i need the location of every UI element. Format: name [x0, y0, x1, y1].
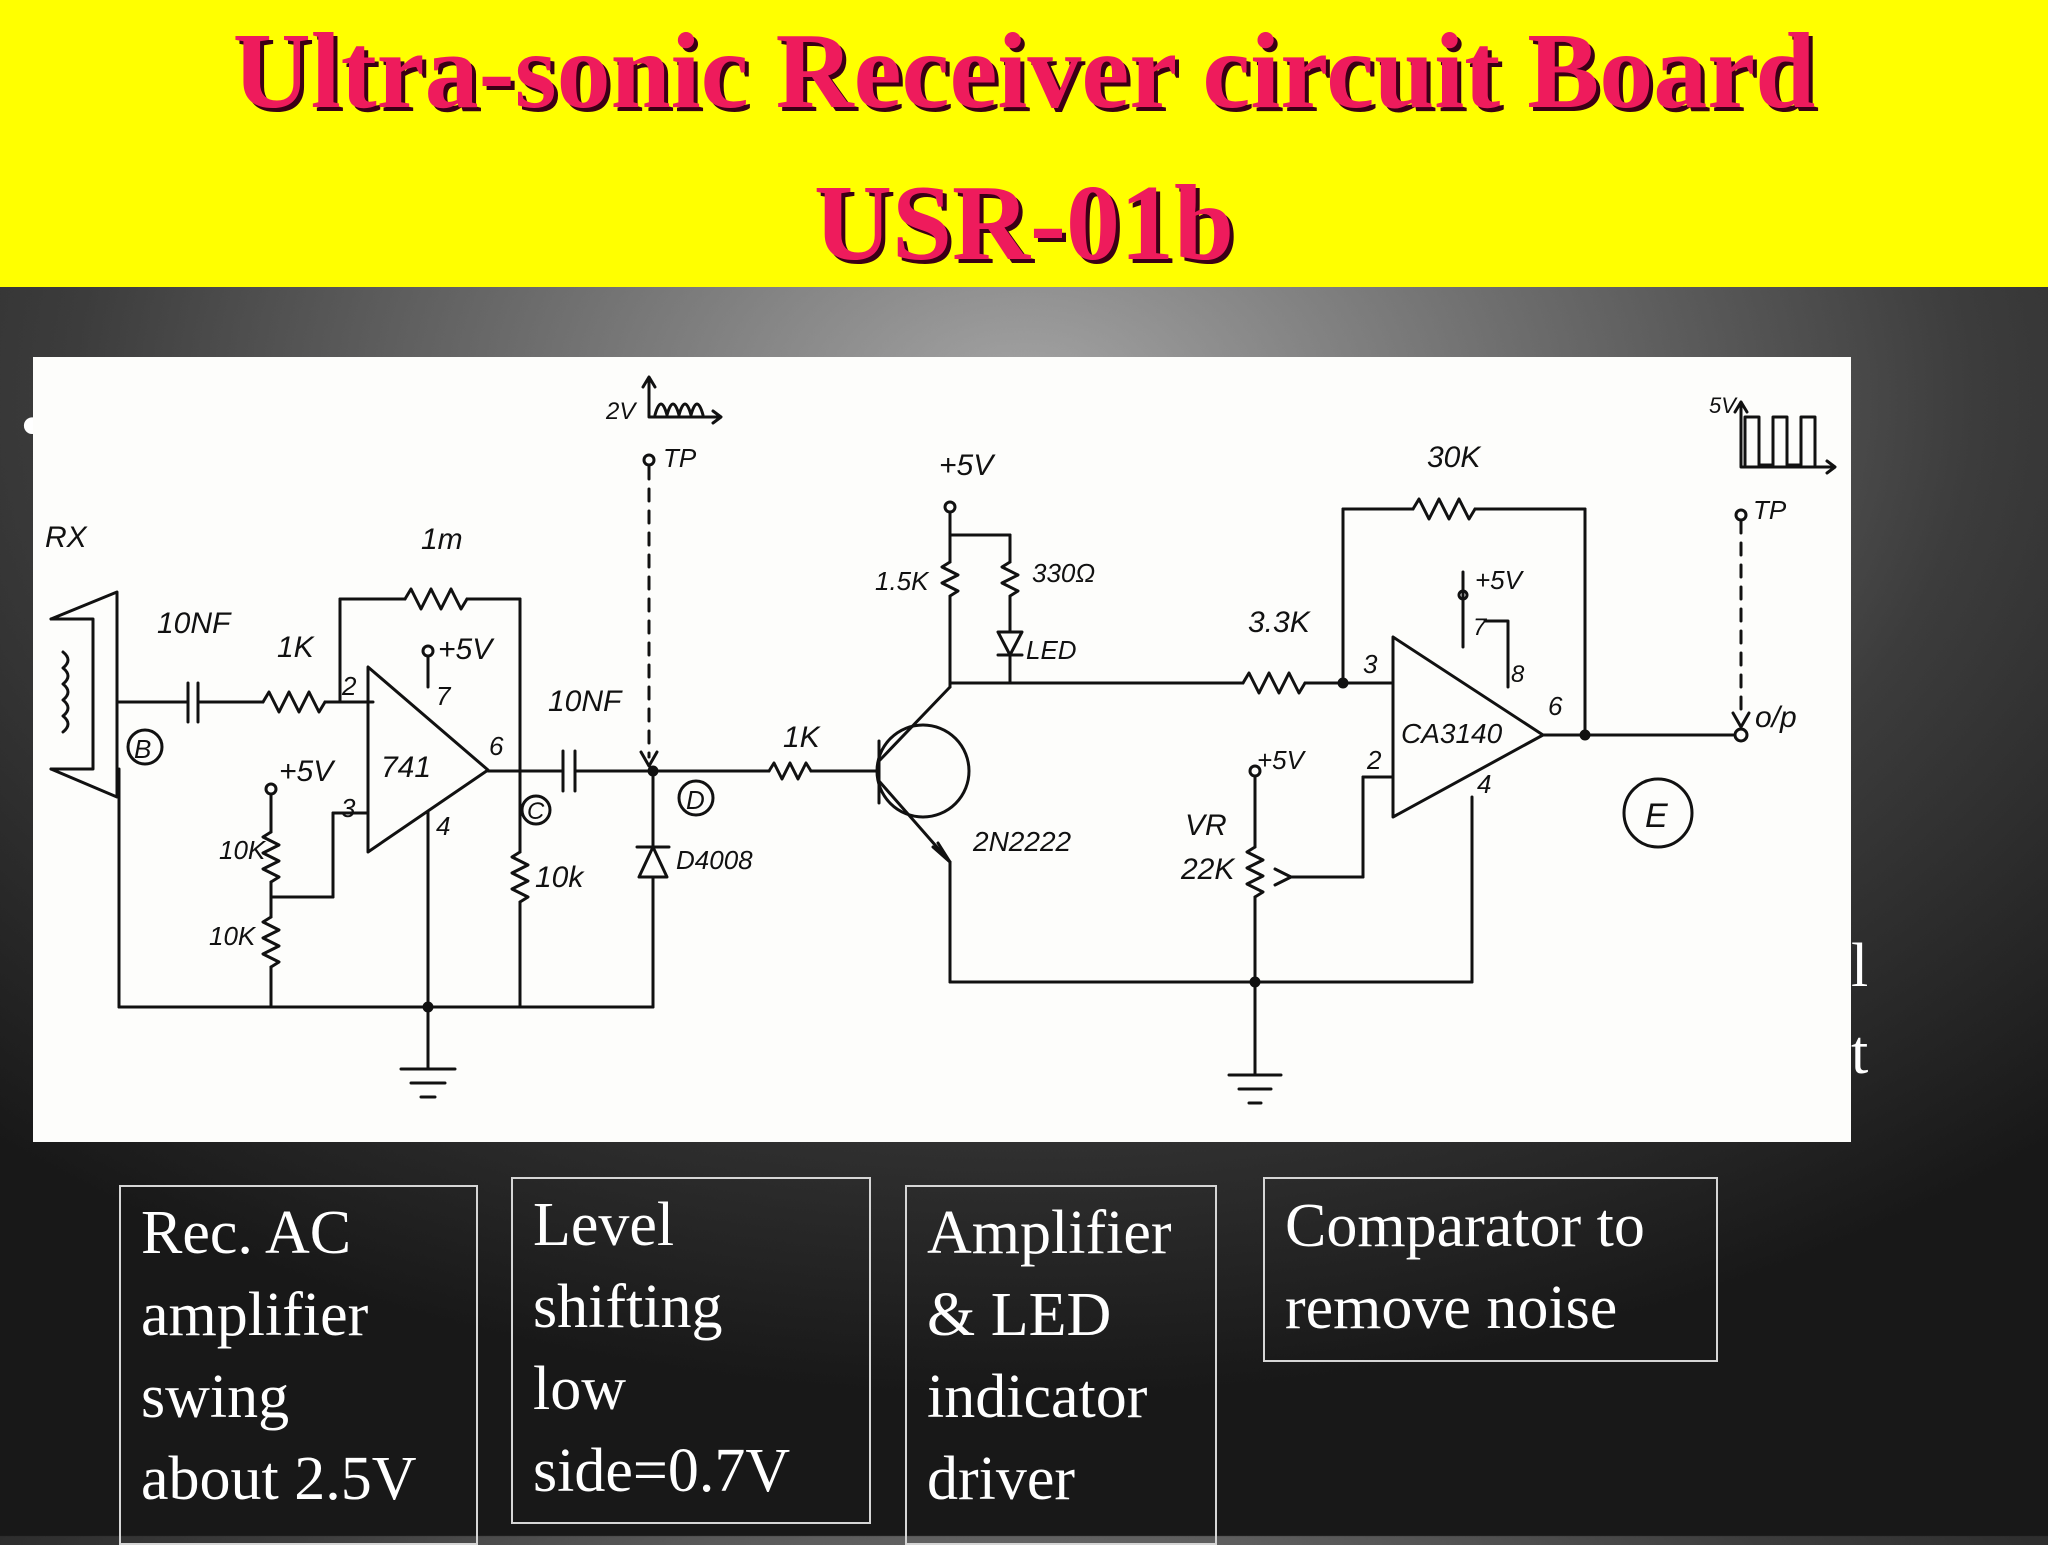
resistor-1k5-collector	[940, 560, 960, 598]
potentiometer-vr-22k	[1245, 845, 1265, 899]
transistor-2n2222	[875, 723, 971, 819]
label-cap-couple: 10NF	[548, 685, 623, 718]
caption-amplifier-led-driver: Amplifier & LED indicator driver	[905, 1185, 1217, 1545]
label-tp2: TP	[1753, 495, 1787, 525]
rx-transducer-body	[49, 617, 95, 771]
slide-title-line-1: Ultra-sonic Receiver circuit Board	[232, 12, 1816, 131]
label-transistor: 2N2222	[972, 826, 1072, 857]
wave2-square-signal	[1743, 415, 1817, 467]
wave1-axes	[641, 375, 723, 425]
resistor-3k3	[1241, 671, 1307, 695]
label-output: o/p	[1755, 701, 1797, 734]
label-node-e: E	[1645, 797, 1668, 835]
label-pin2: 2	[341, 671, 357, 701]
label-vcc-q: +5V	[939, 449, 996, 482]
label-vr-value: 22K	[1180, 853, 1236, 886]
caption-level-shifting: Level shifting low side=0.7V	[511, 1177, 871, 1524]
label-ca-pin6: 6	[1548, 691, 1563, 721]
label-vcc-ca: +5V	[1475, 565, 1525, 595]
pot-wiper-arrow	[1273, 867, 1293, 887]
caption-comparator: Comparator to remove noise	[1263, 1177, 1718, 1362]
label-cap-in: 10NF	[157, 607, 232, 640]
wave2-axes	[1733, 400, 1837, 475]
label-diode: D4008	[676, 845, 753, 875]
label-vr: VR	[1185, 809, 1227, 842]
label-r-coll: 1.5K	[875, 566, 930, 596]
label-r-base: 1K	[783, 721, 822, 754]
tp2-arrow	[1731, 711, 1751, 729]
resistor-1k-in	[261, 690, 327, 714]
rx-transducer-horn	[49, 590, 119, 799]
node-e-circle	[1622, 777, 1694, 849]
title-banner: Ultra-sonic Receiver circuit Board USR-0…	[0, 0, 2048, 287]
label-ca-pin4: 4	[1477, 769, 1491, 799]
label-node-b: B	[134, 734, 151, 764]
label-r-led: 330Ω	[1032, 558, 1095, 588]
schematic-drawing: RX B 10NF 1K 1m +5V 2 3 4 6 7 741 +5V 10…	[45, 375, 1837, 1105]
resistor-30k-feedback	[1411, 497, 1477, 521]
resistor-10k-top	[261, 830, 281, 884]
resistor-1m-feedback	[403, 587, 469, 611]
ca3140-pin8-link	[1483, 619, 1510, 689]
resistor-330-led	[1000, 560, 1020, 598]
caption-rec-ac-amplifier: Rec. AC amplifier swing about 2.5V	[119, 1185, 478, 1545]
partial-text-l: l	[1851, 932, 1869, 1000]
label-vcc-741: +5V	[438, 633, 495, 666]
node-b-circle	[126, 728, 164, 766]
label-tp1: TP	[663, 443, 697, 473]
label-r-in: 1K	[277, 631, 316, 664]
label-ca-pin7: 7	[1473, 614, 1488, 641]
circuit-schematic: RX B 10NF 1K 1m +5V 2 3 4 6 7 741 +5V 10…	[33, 357, 1851, 1142]
diode-d4008	[637, 845, 669, 879]
resistor-10k-bottom	[261, 915, 281, 969]
label-r-load: 10k	[535, 861, 585, 894]
label-ca-pin8: 8	[1511, 661, 1525, 688]
label-vcc-div: +5V	[279, 755, 336, 788]
label-led: LED	[1026, 635, 1077, 665]
label-ca-pin2: 2	[1366, 745, 1382, 775]
rx-coil	[61, 650, 70, 734]
node-c-circle	[520, 794, 552, 826]
label-r-fb: 1m	[421, 523, 463, 556]
label-pin3: 3	[341, 793, 356, 823]
label-vr-vcc: +5V	[1257, 745, 1307, 775]
label-pin6: 6	[489, 731, 504, 761]
resistor-10k-load	[510, 850, 530, 904]
led-diode	[996, 630, 1024, 657]
label-opamp-741: 741	[381, 751, 431, 784]
output-terminal	[1733, 727, 1749, 743]
node-d-circle	[677, 779, 715, 817]
wave1-signal	[653, 402, 705, 417]
label-opamp-ca3140: CA3140	[1401, 718, 1503, 749]
label-r-30k: 30K	[1427, 441, 1482, 474]
opamp-ca3140	[1391, 635, 1545, 819]
label-node-c: C	[527, 798, 545, 825]
label-r-3k3: 3.3K	[1248, 606, 1312, 639]
label-pin7: 7	[436, 681, 452, 711]
label-wave2-amp: 5V	[1709, 393, 1738, 418]
label-rx: RX	[45, 521, 88, 554]
label-r-div2: 10K	[209, 921, 257, 951]
slide-title-line-2: USR-01b	[813, 164, 1235, 283]
tp1-arrow	[639, 750, 659, 768]
label-pin4: 4	[436, 811, 450, 841]
label-node-d: D	[686, 785, 705, 815]
label-r-div1: 10K	[219, 835, 267, 865]
resistor-1k-base	[767, 761, 813, 781]
label-ca-pin3: 3	[1363, 649, 1378, 679]
label-wave1-amp: 2V	[605, 398, 637, 425]
